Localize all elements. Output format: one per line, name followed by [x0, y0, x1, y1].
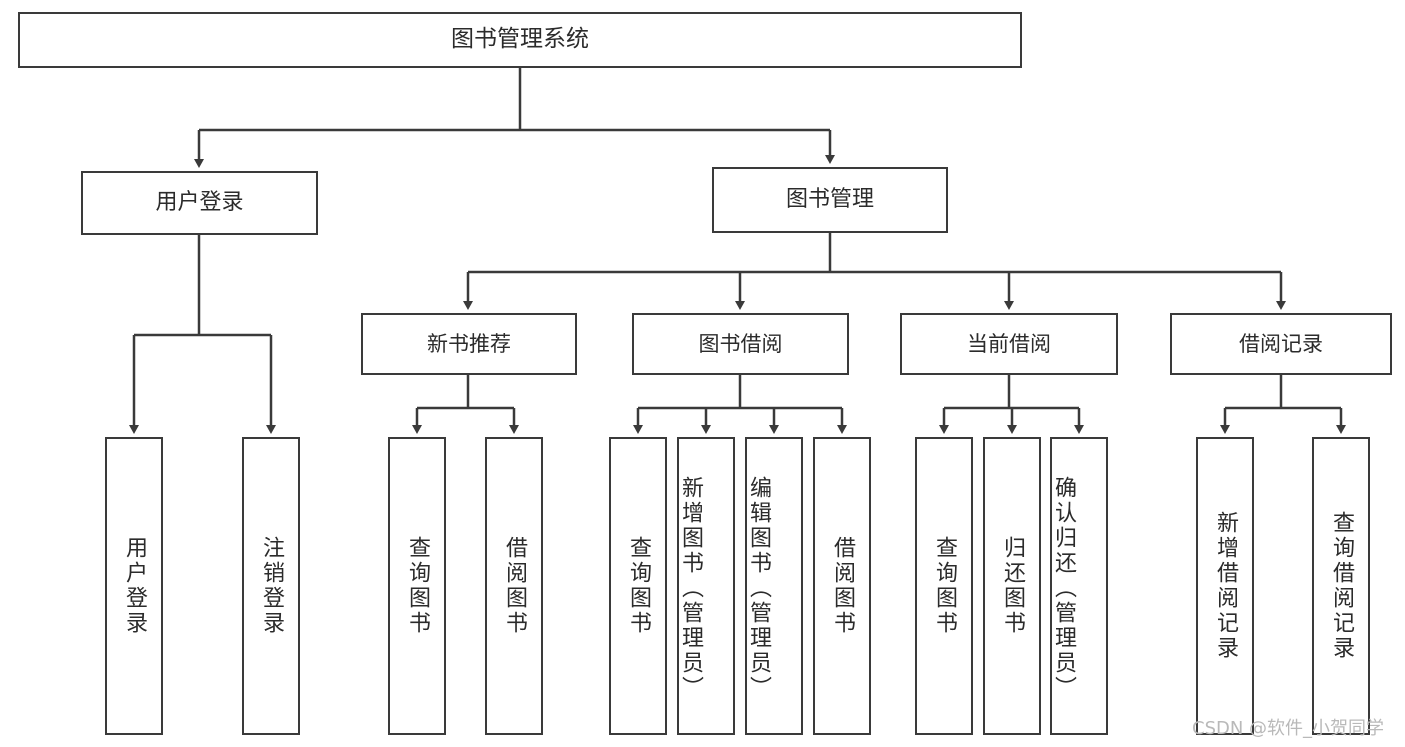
leaf-book-borrow-add[interactable]: 新增图书（管理员） — [677, 437, 735, 735]
node-book-borrow-label: 图书借阅 — [698, 331, 783, 356]
leaf-new-book-query-label: 查询图书 — [405, 536, 430, 636]
leaf-current-borrow-query-label: 查询图书 — [932, 536, 957, 636]
leaf-book-borrow-borrow[interactable]: 借阅图书 — [813, 437, 871, 735]
leaf-current-borrow-return[interactable]: 归还图书 — [983, 437, 1041, 735]
leaf-current-borrow-return-label: 归还图书 — [1000, 536, 1025, 636]
node-user-login-label: 用户登录 — [155, 190, 244, 216]
leaf-book-borrow-borrow-label: 借阅图书 — [830, 536, 855, 636]
node-book-management-label: 图书管理 — [785, 187, 874, 213]
csdn-watermark: CSDN @软件_小贺同学 — [1192, 718, 1385, 739]
leaf-new-book-query[interactable]: 查询图书 — [388, 437, 446, 735]
node-borrow-record-label: 借阅记录 — [1239, 331, 1323, 356]
leaf-user-login-logout-label: 注销登录 — [259, 536, 284, 636]
leaf-current-borrow-confirm-label: 确认归还（管理员） — [1051, 475, 1076, 701]
node-root-system-label: 图书管理系统 — [451, 26, 589, 53]
node-new-book-recommend[interactable]: 新书推荐 — [361, 313, 577, 375]
node-current-borrow-label: 当前借阅 — [967, 331, 1051, 356]
leaf-current-borrow-query[interactable]: 查询图书 — [915, 437, 973, 735]
leaf-book-borrow-edit[interactable]: 编辑图书（管理员） — [745, 437, 803, 735]
leaf-user-login-login[interactable]: 用户登录 — [105, 437, 163, 735]
leaf-borrow-record-add-label: 新增借阅记录 — [1213, 511, 1238, 661]
node-root-system[interactable]: 图书管理系统 — [18, 12, 1022, 68]
node-new-book-recommend-label: 新书推荐 — [427, 331, 511, 356]
leaf-book-borrow-add-label: 新增图书（管理员） — [678, 475, 703, 701]
node-book-management[interactable]: 图书管理 — [712, 167, 948, 233]
leaf-new-book-borrow[interactable]: 借阅图书 — [485, 437, 543, 735]
leaf-book-borrow-query[interactable]: 查询图书 — [609, 437, 667, 735]
leaf-book-borrow-query-label: 查询图书 — [626, 536, 651, 636]
leaf-borrow-record-query[interactable]: 查询借阅记录 — [1312, 437, 1370, 735]
leaf-book-borrow-edit-label: 编辑图书（管理员） — [746, 475, 771, 701]
leaf-current-borrow-confirm[interactable]: 确认归还（管理员） — [1050, 437, 1108, 735]
node-book-borrow[interactable]: 图书借阅 — [632, 313, 849, 375]
leaf-user-login-logout[interactable]: 注销登录 — [242, 437, 300, 735]
node-borrow-record[interactable]: 借阅记录 — [1170, 313, 1392, 375]
leaf-user-login-login-label: 用户登录 — [122, 536, 147, 636]
node-user-login[interactable]: 用户登录 — [81, 171, 318, 235]
node-current-borrow[interactable]: 当前借阅 — [900, 313, 1118, 375]
leaf-new-book-borrow-label: 借阅图书 — [502, 536, 527, 636]
leaf-borrow-record-query-label: 查询借阅记录 — [1329, 511, 1354, 661]
leaf-borrow-record-add[interactable]: 新增借阅记录 — [1196, 437, 1254, 735]
